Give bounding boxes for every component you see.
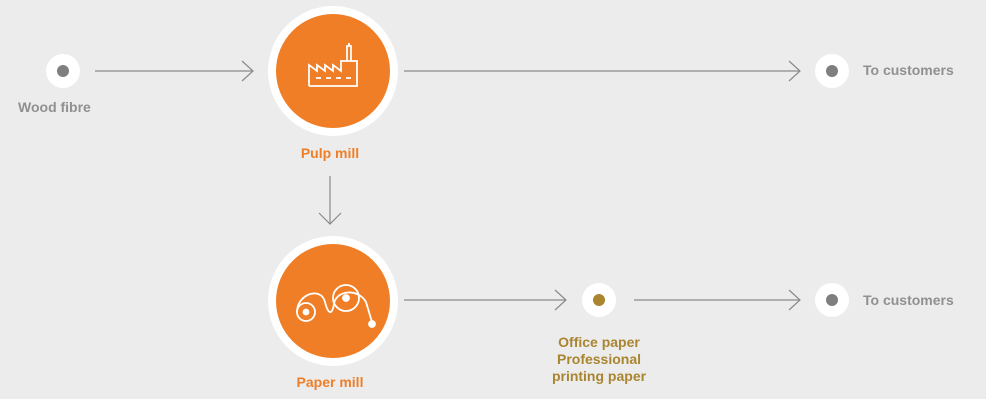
customers-bottom-node [815,283,849,317]
edge-wood-to-pulp [95,60,254,82]
paper-mill-node [268,236,398,366]
grey-dot-icon [826,294,838,306]
wood-fibre-label: Wood fibre [18,99,91,115]
edge-pulp-to-customers [404,60,801,82]
office-paper-line-2: Professional [556,351,642,367]
gold-dot-icon [593,294,605,306]
grey-dot-icon [57,65,69,77]
customers-top-node [815,54,849,88]
office-paper-label: Office paper Professional printing paper [552,334,646,385]
edge-office-to-customers [634,289,801,311]
paper-rollers-icon [276,244,390,358]
office-paper-line-1: Office paper [558,334,640,350]
edge-paper-to-office [404,289,567,311]
office-paper-node [582,283,616,317]
paper-mill-label: Paper mill [296,374,364,390]
office-paper-line-3: printing paper [551,368,647,384]
factory-icon [276,14,390,128]
pulp-mill-label: Pulp mill [300,145,360,161]
customers-bottom-label: To customers [863,292,954,308]
customers-top-label: To customers [863,62,954,78]
edge-pulp-to-paper [318,176,342,225]
wood-fibre-node [46,54,80,88]
grey-dot-icon [826,65,838,77]
pulp-mill-node [268,6,398,136]
